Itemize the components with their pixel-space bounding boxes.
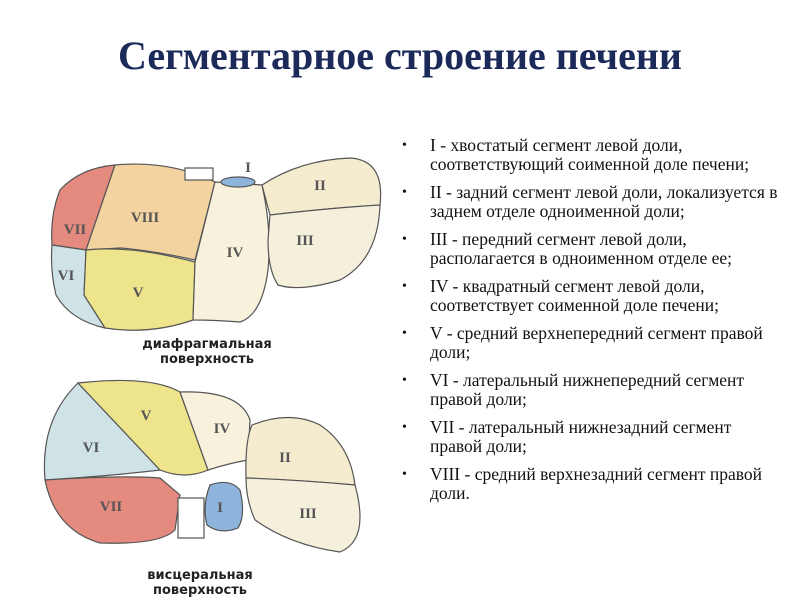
list-item: • III - передний сегмент левой доли, расп…: [402, 230, 787, 268]
list-item-text: V - средний верхнепередний сегмент право…: [430, 323, 763, 362]
diaphragmatic-surface: VII VI VIII V IV II III I: [50, 157, 382, 331]
segment-VII-bottom: [44, 476, 181, 544]
label-IV-top: IV: [227, 245, 244, 261]
label-I-bottom: I: [217, 500, 223, 516]
label-I-top: I: [245, 160, 251, 176]
bullet-icon: •: [402, 138, 407, 153]
bullet-icon: •: [402, 232, 407, 247]
bullet-icon: •: [402, 467, 407, 482]
label-VII-bottom: VII: [100, 499, 123, 515]
visceral-surface: VI VII V IV II III I: [43, 379, 361, 553]
vena-cava-bottom: [177, 497, 205, 539]
segment-III-bottom: [245, 477, 361, 553]
list-item: • I - хвостатый сегмент левой доли, соотв…: [402, 136, 787, 174]
caption-visceral-2: поверхность: [153, 583, 247, 598]
segment-I-top: [220, 176, 256, 188]
bullet-icon: •: [402, 279, 407, 294]
segment-II-bottom: [245, 416, 356, 486]
segment-IV-top: [192, 181, 270, 323]
list-item-text: VI - латеральный нижнепередний сегмент п…: [430, 370, 745, 409]
label-VI-bottom: VI: [83, 440, 100, 456]
list-item: • II - задний сегмент левой доли, локализ…: [402, 183, 787, 221]
caption-diaphragmatic-1: диафрагмальная: [142, 337, 271, 352]
label-II-top: II: [314, 178, 326, 194]
bullet-icon: •: [402, 373, 407, 388]
list-item: • VIII - средний верхнезадний сегмент пра…: [402, 465, 787, 503]
label-V-bottom: V: [141, 408, 152, 424]
list-item-text: VIII - средний верхнезадний сегмент прав…: [430, 464, 763, 503]
caption-visceral-1: висцеральная: [147, 568, 252, 583]
slide-title: Сегментарное строение печени: [118, 33, 682, 78]
bullet-icon: •: [402, 185, 407, 200]
list-item: • VII - латеральный нижнезадний сегмент п…: [402, 418, 787, 456]
label-VI-top: VI: [58, 268, 75, 284]
list-item: • IV - квадратный сегмент левой доли, соо…: [402, 277, 787, 315]
label-V-top: V: [133, 285, 144, 301]
bullet-icon: •: [402, 326, 407, 341]
segment-IV-bottom: [179, 391, 251, 471]
label-III-bottom: III: [299, 506, 317, 522]
liver-segments-diagram: VII VI VIII V IV II III I диафрагмальная…: [43, 157, 382, 598]
list-item-text: VII - латеральный нижнезадний сегмент пр…: [430, 417, 732, 456]
segment-list: • I - хвостатый сегмент левой доли, соотв…: [402, 136, 787, 512]
list-item-text: III - передний сегмент левой доли, распо…: [430, 229, 733, 268]
segment-III-top: [267, 204, 381, 289]
list-item-text: IV - квадратный сегмент левой доли, соот…: [430, 276, 719, 315]
bullet-icon: •: [402, 420, 407, 435]
label-II-bottom: II: [279, 450, 291, 466]
label-VIII-top: VIII: [131, 210, 160, 226]
list-item-text: II - задний сегмент левой доли, локализу…: [430, 182, 778, 221]
vessel-top: [184, 167, 214, 181]
list-item-text: I - хвостатый сегмент левой доли, соотве…: [430, 135, 750, 174]
label-VII-top: VII: [64, 222, 87, 238]
list-item: • VI - латеральный нижнепередний сегмент …: [402, 371, 787, 409]
label-III-top: III: [296, 233, 314, 249]
label-IV-bottom: IV: [214, 421, 231, 437]
list-item: • V - средний верхнепередний сегмент прав…: [402, 324, 787, 362]
segment-I-bottom: [204, 481, 244, 532]
caption-diaphragmatic-2: поверхность: [160, 352, 254, 367]
